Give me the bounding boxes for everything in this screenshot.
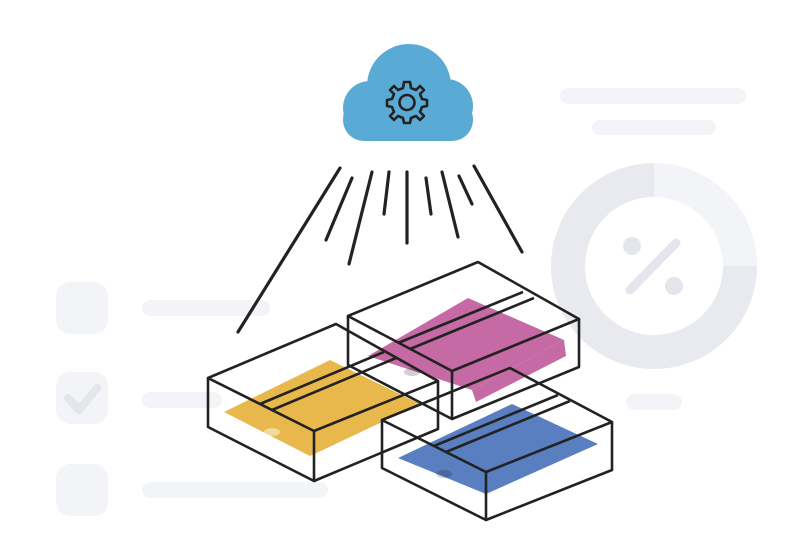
ghost-line — [142, 392, 222, 408]
storage-box-magenta — [346, 260, 581, 421]
ghost-donut-chart — [551, 163, 757, 410]
ghost-line — [592, 120, 716, 135]
storage-box-blue — [380, 366, 614, 522]
ghost-checkbox — [56, 282, 108, 334]
cloud-rays — [236, 164, 524, 334]
ghost-checklist — [56, 282, 328, 516]
ghost-line — [560, 88, 746, 104]
ghost-donut-segment — [653, 163, 757, 267]
ghost-line — [142, 482, 328, 498]
cloud-icon — [343, 44, 473, 141]
ghost-checkbox — [56, 372, 108, 424]
percent-icon — [623, 237, 683, 295]
ghost-line — [142, 300, 270, 316]
ghost-line — [626, 394, 682, 410]
checkmark-icon — [64, 384, 101, 414]
gear-icon — [385, 80, 429, 125]
ghost-text-lines — [560, 88, 746, 135]
ghost-checkbox — [56, 464, 108, 516]
